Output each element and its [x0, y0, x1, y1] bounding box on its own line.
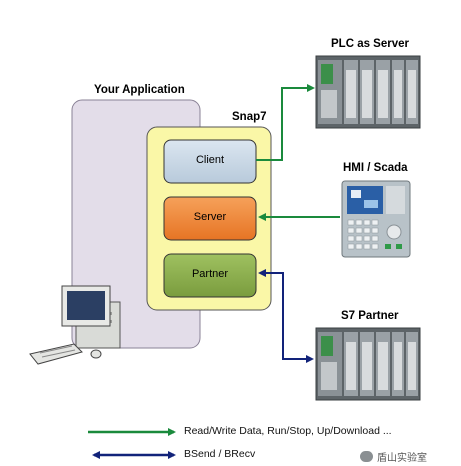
- partner-box: [163, 253, 257, 298]
- wechat-icon: [360, 451, 373, 462]
- client-label: Client: [195, 154, 225, 166]
- snap7-label: Snap7: [232, 111, 267, 123]
- legend-blue-label: BSend / BRecv: [184, 448, 256, 460]
- s7-partner-label: S7 Partner: [341, 310, 399, 322]
- client-to-plc-arrow: [256, 84, 315, 161]
- watermark: 盾山实验室: [360, 449, 427, 464]
- partner-label: Partner: [191, 268, 229, 280]
- plc-server-icon: [315, 55, 421, 129]
- watermark-text: 盾山实验室: [377, 453, 427, 464]
- legend-green-label: Read/Write Data, Run/Stop, Up/Download .…: [184, 425, 392, 437]
- hmi-scada-icon: [341, 180, 411, 258]
- server-box: [163, 196, 257, 241]
- plc-server-label: PLC as Server: [331, 38, 409, 50]
- server-label: Server: [193, 211, 227, 223]
- hmi-scada-label: HMI / Scada: [343, 162, 408, 174]
- your-application-label: Your Application: [94, 84, 185, 96]
- computer-icon: [29, 285, 121, 365]
- s7-partner-icon: [315, 327, 421, 401]
- partner-to-s7-arrow: [258, 269, 314, 363]
- client-box: [163, 139, 257, 184]
